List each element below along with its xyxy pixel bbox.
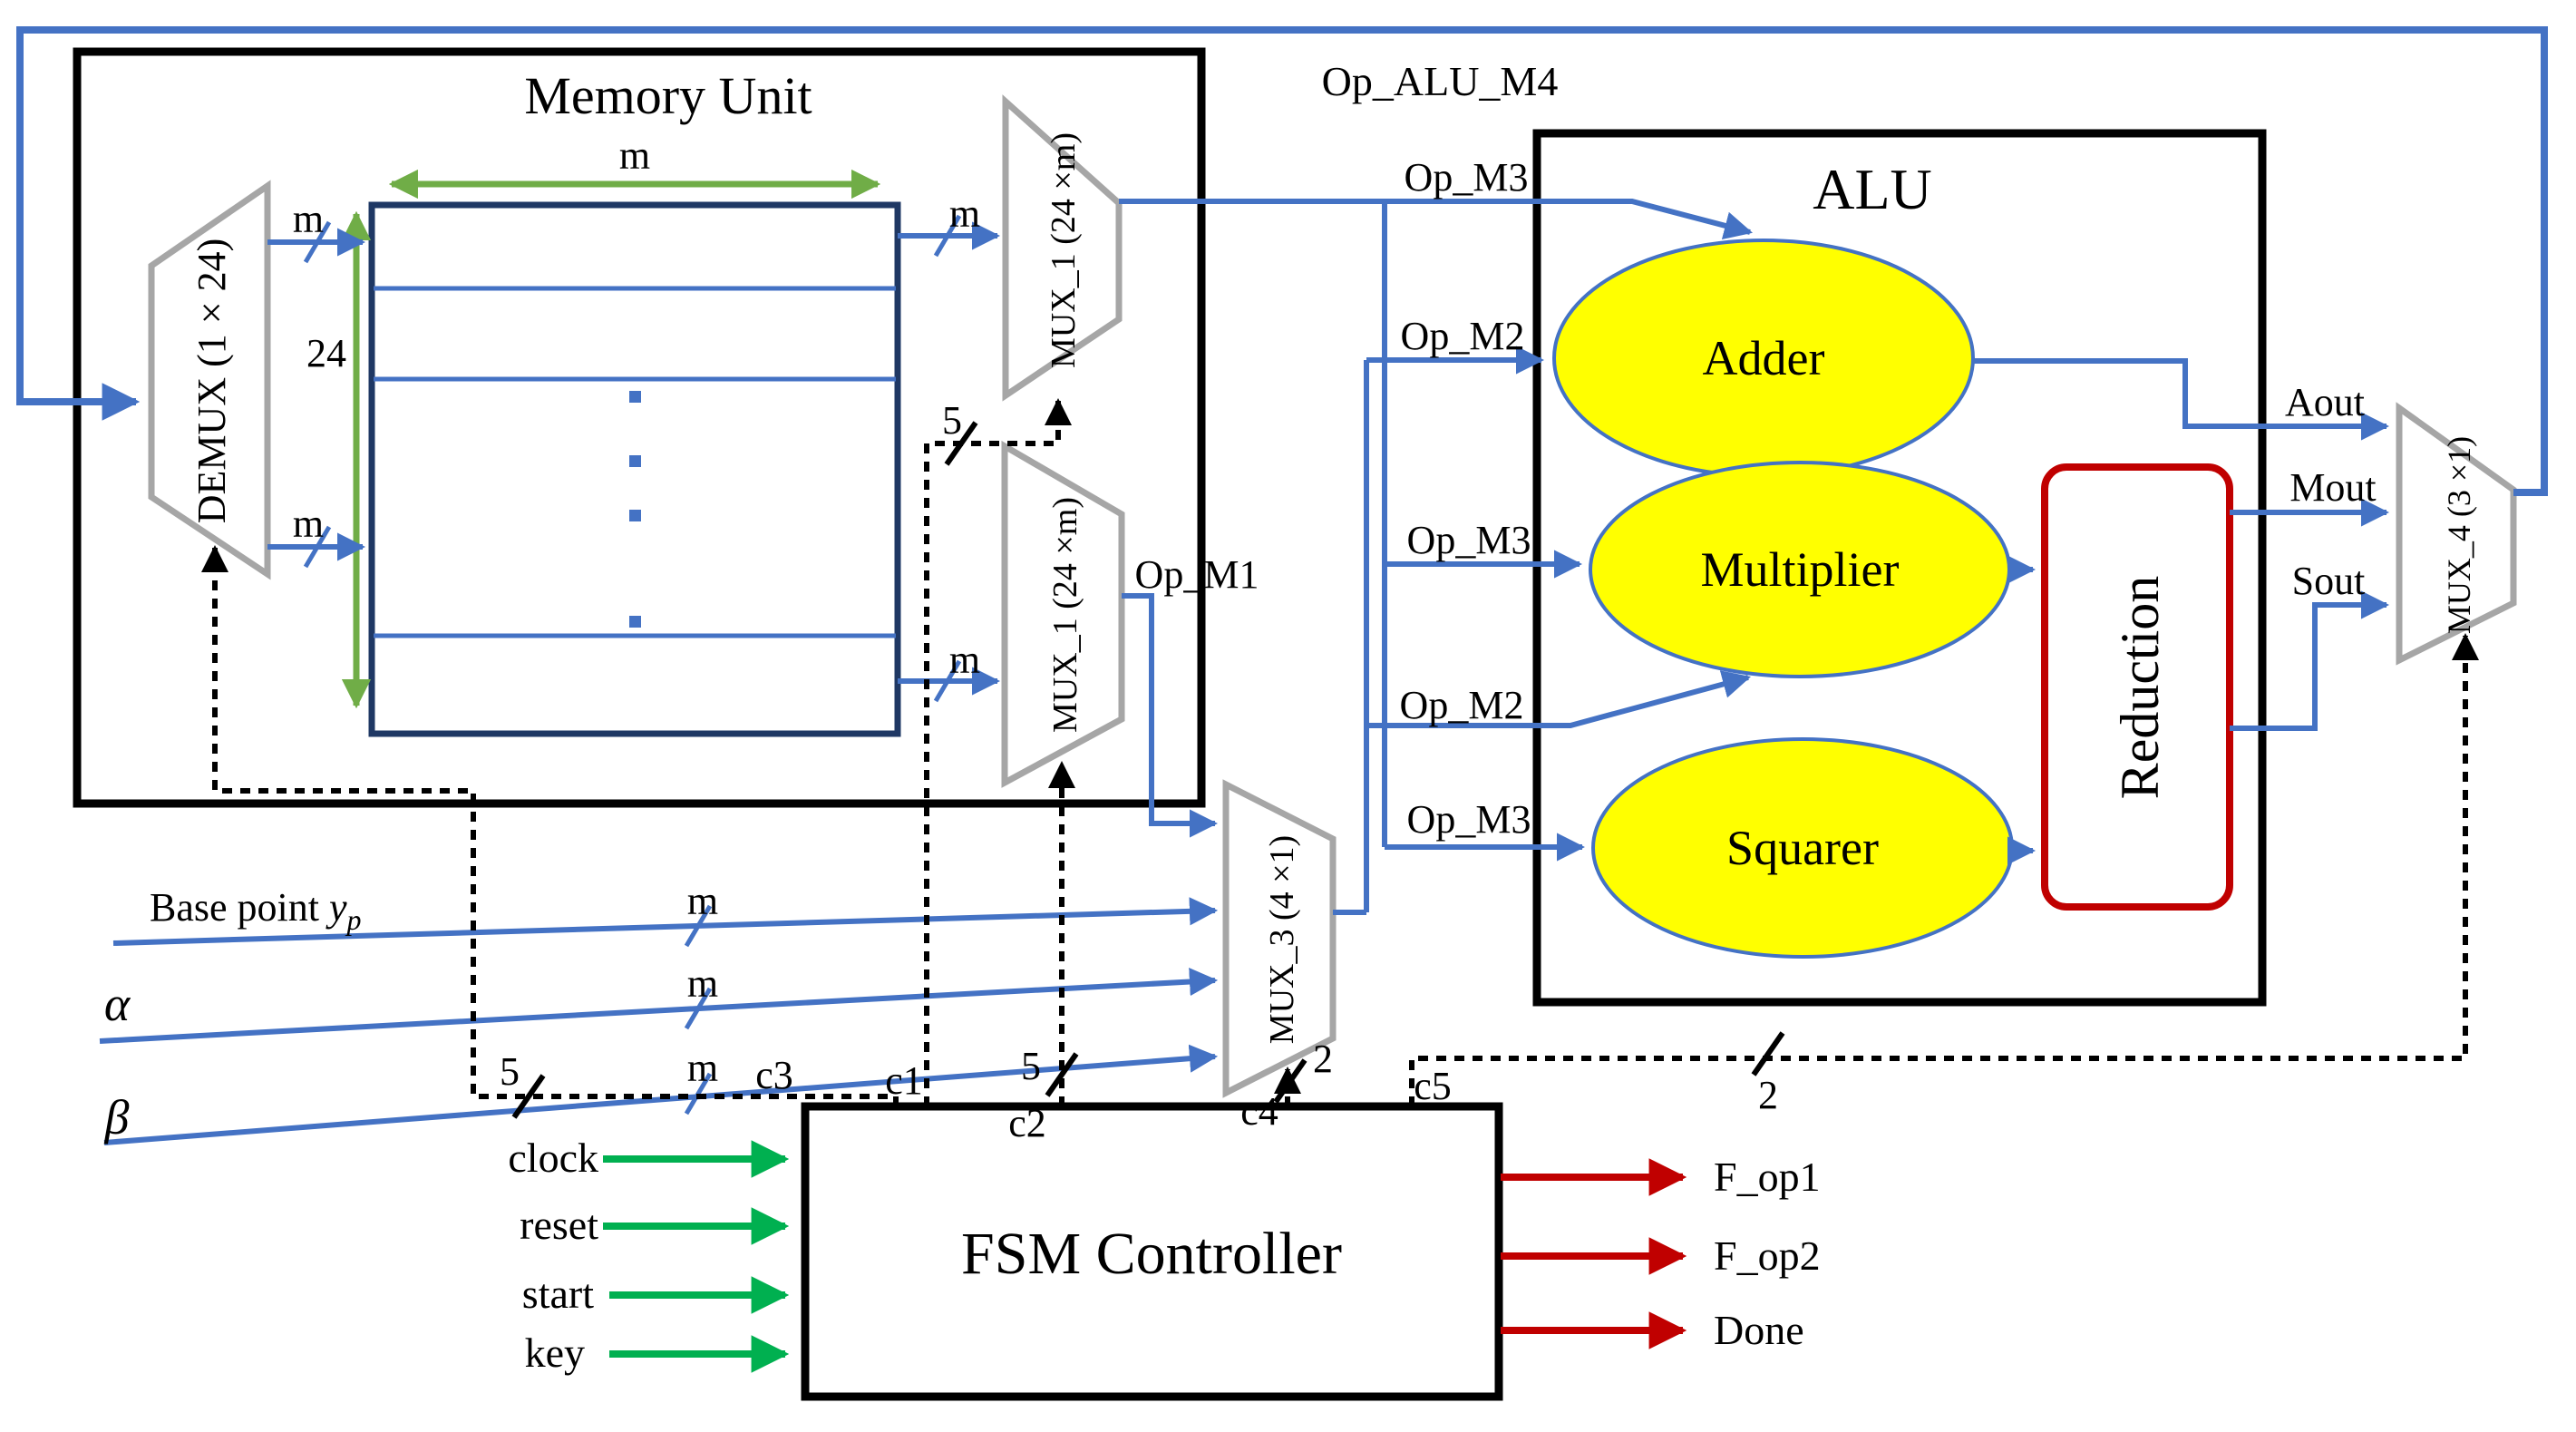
control-c5 <box>1409 633 2479 1106</box>
fsm-output-done-label: Done <box>1714 1307 1804 1353</box>
memory-unit-title: Memory Unit <box>524 66 812 125</box>
control-c3-label: c3 <box>755 1053 793 1097</box>
control-c3 <box>201 545 899 1106</box>
bus-slash-5 <box>944 421 978 466</box>
bus-slash-m <box>303 220 332 264</box>
bus-slash-5 <box>511 1074 546 1119</box>
wire-base-point <box>112 897 1219 946</box>
bus-slash-2 <box>1751 1031 1785 1076</box>
bus-slash-5 <box>1045 1052 1079 1097</box>
bus-m-label: m <box>293 502 324 546</box>
bus-m-label: m <box>619 133 650 178</box>
control-c2-label: c2 <box>1008 1101 1046 1145</box>
memory-unit-box <box>73 47 1206 808</box>
alpha-label: α <box>104 977 131 1031</box>
ellipsis-dot <box>629 455 641 467</box>
demux-label: DEMUX (1 × 24) <box>190 239 234 523</box>
op-alu-m4-label: Op_ALU_M4 <box>1322 58 1559 104</box>
memory-array <box>368 201 901 737</box>
mux1-top-shape <box>1002 94 1123 402</box>
ellipsis-dot <box>629 510 641 521</box>
mout-label: Mout <box>2289 465 2376 510</box>
mux1-bottom-label: MUX_1 (24 ×m) <box>1046 497 1084 733</box>
mux3-shape <box>1222 779 1337 1098</box>
bus-m-label: m <box>293 197 324 241</box>
row-count-label: 24 <box>306 331 346 375</box>
reduction-label: Reduction <box>2110 576 2170 800</box>
squarer-label: Squarer <box>1726 821 1879 875</box>
base-point-label: Base point yp <box>150 885 362 936</box>
op-m3-label: Op_M3 <box>1407 797 1531 842</box>
wire-aout <box>1973 358 2390 441</box>
bus-5-label: 5 <box>500 1049 520 1094</box>
bus-m-label: m <box>687 879 718 923</box>
sout-label: Sout <box>2292 559 2366 603</box>
wire-beta <box>103 1044 1219 1145</box>
aout-label: Aout <box>2285 380 2365 424</box>
bus-slash-m <box>933 214 962 258</box>
mux1-top-label: MUX_1 (24 ×m) <box>1045 132 1083 368</box>
mux1-bottom-shape <box>1001 440 1125 788</box>
bus-m-label: m <box>687 961 718 1006</box>
control-c1-label: c1 <box>885 1058 923 1103</box>
fsm-input-key-label: key <box>525 1330 585 1376</box>
wire-op-m1 <box>1122 593 1219 838</box>
adder-label: Adder <box>1703 331 1825 385</box>
wire-op-m3-adder <box>1119 199 1754 239</box>
mux4-label: MUX_4 (3 ×1) <box>2441 436 2477 634</box>
fsm-title: FSM Controller <box>961 1221 1342 1287</box>
multiplier-label: Multiplier <box>1701 542 1900 597</box>
bus-slash-m <box>684 904 713 948</box>
wire-op-alu-m4-feedback <box>16 26 2548 496</box>
bus-5-label: 5 <box>1021 1044 1041 1088</box>
control-c5-label: c5 <box>1414 1064 1452 1108</box>
bus-slash-m <box>303 525 332 569</box>
ellipsis-dot <box>629 391 641 403</box>
fsm-input-clock-label: clock <box>508 1135 598 1181</box>
ellipsis-dot <box>629 616 641 628</box>
op-m1-label: Op_M1 <box>1135 552 1259 597</box>
reduction-box <box>2041 463 2233 911</box>
fsm-output-fop2-label: F_op2 <box>1714 1232 1821 1279</box>
bus-slash-2 <box>1273 1058 1307 1104</box>
control-c4-label: c4 <box>1240 1089 1278 1134</box>
wire-op-m2-multiplier <box>1366 670 1752 728</box>
demux-shape <box>148 180 271 580</box>
bus-m-label: m <box>949 638 980 682</box>
bus-m-label: m <box>949 191 980 236</box>
mux3-label: MUX_3 (4 ×1) <box>1263 835 1301 1044</box>
fsm-input-start-label: start <box>522 1271 594 1317</box>
memory-array-border <box>368 201 901 737</box>
control-c1 <box>924 398 1072 1106</box>
wire-alpha <box>99 967 1219 1044</box>
mux4-shape <box>2396 402 2517 666</box>
fsm-output-fop1-label: F_op1 <box>1714 1154 1821 1200</box>
alu-title: ALU <box>1813 157 1932 221</box>
beta-label: β <box>104 1090 130 1145</box>
bus-5-label: 5 <box>942 398 962 443</box>
fsm-input-reset-label: reset <box>520 1202 598 1248</box>
fsm-controller-box <box>801 1102 1503 1401</box>
bus-slash-m <box>933 659 962 703</box>
bus-slash-m <box>684 987 713 1030</box>
op-m2-label: Op_M2 <box>1400 683 1524 727</box>
op-m3-label: Op_M3 <box>1407 518 1531 562</box>
bus-m-label: m <box>687 1046 718 1090</box>
bus-2-label: 2 <box>1758 1073 1778 1117</box>
bus-2-label: 2 <box>1313 1037 1333 1081</box>
alu-box <box>1532 129 2267 1007</box>
wire-sout <box>2230 590 2390 731</box>
op-m2-label: Op_M2 <box>1401 314 1525 358</box>
op-m3-label: Op_M3 <box>1405 155 1529 200</box>
